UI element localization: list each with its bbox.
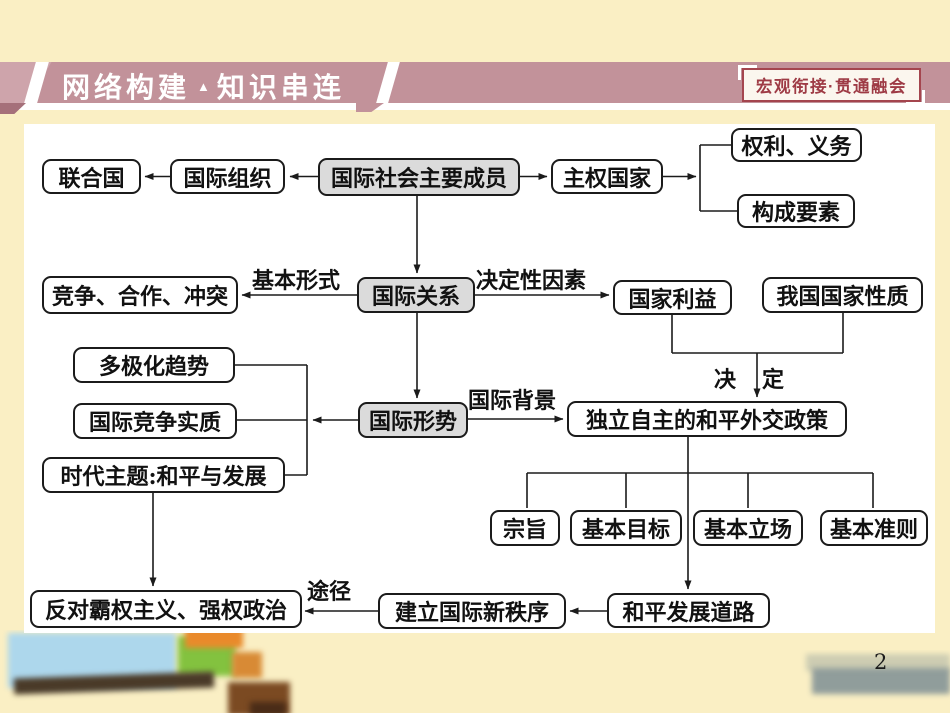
edge-label-decide-right: 定 xyxy=(762,367,785,393)
node-constituent-elements: 构成要素 xyxy=(737,194,855,228)
watermark-light-bar xyxy=(806,654,950,671)
page-title: 网络构建 ▲ 知识串连 xyxy=(62,66,345,106)
node-basic-stand: 基本立场 xyxy=(693,510,803,546)
decorative-watermark xyxy=(800,650,950,702)
node-purpose: 宗旨 xyxy=(490,510,560,546)
triangle-separator-icon: ▲ xyxy=(197,79,210,94)
page-title-right: 知识串连 xyxy=(216,72,345,103)
node-independent-peaceful-foreign-policy: 独立自主的和平外交政策 xyxy=(567,401,847,437)
node-main-members-of-international-society: 国际社会主要成员 xyxy=(318,158,520,196)
node-international-situation: 国际形势 xyxy=(358,402,468,438)
badge-box: 宏观衔接·贯通融会 xyxy=(738,65,925,105)
node-nature-of-our-state: 我国国家性质 xyxy=(762,277,923,313)
mosaic-orange-blob xyxy=(185,630,243,648)
ribbon-flag-tail xyxy=(356,103,384,112)
edge-label-deciding-factor: 决定性因素 xyxy=(476,268,587,294)
node-united-nations: 联合国 xyxy=(42,159,141,194)
node-rights-and-obligations: 权利、义务 xyxy=(731,128,862,162)
ribbon-divider xyxy=(0,103,950,110)
badge-label: 宏观衔接·贯通融会 xyxy=(756,78,907,96)
node-sovereign-states: 主权国家 xyxy=(551,159,663,194)
page-number: 2 xyxy=(874,650,888,674)
node-international-relations: 国际关系 xyxy=(357,277,475,313)
mosaic-orange-blob xyxy=(232,652,262,678)
badge-corner-bracket-icon xyxy=(738,65,757,80)
node-peaceful-development-path: 和平发展道路 xyxy=(607,593,770,628)
node-theme-of-the-times: 时代主题:和平与发展 xyxy=(42,457,285,493)
decorative-mosaic-image xyxy=(0,630,310,713)
watermark-gray-bar xyxy=(812,668,950,694)
node-competition-cooperation-conflict: 竞争、合作、冲突 xyxy=(42,276,238,314)
badge-corner-bracket-icon xyxy=(906,90,925,105)
node-oppose-hegemonism-power-politics: 反对霸权主义、强权政治 xyxy=(30,590,302,628)
node-national-interests: 国家利益 xyxy=(613,280,732,315)
node-basic-goal: 基本目标 xyxy=(570,510,682,546)
node-establish-new-international-order: 建立国际新秩序 xyxy=(378,593,566,629)
edge-label-decide-left: 决 xyxy=(714,367,737,393)
node-multipolarization-trend: 多极化趋势 xyxy=(73,347,235,383)
node-basic-principle: 基本准则 xyxy=(820,510,928,546)
ribbon-fold-shadow xyxy=(0,103,26,114)
node-essence-of-international-competition: 国际竞争实质 xyxy=(73,403,237,439)
edge-label-international-background: 国际背景 xyxy=(468,388,557,414)
header-badge: 宏观衔接·贯通融会 xyxy=(738,65,925,105)
node-international-organizations: 国际组织 xyxy=(170,159,285,194)
page-title-left: 网络构建 xyxy=(62,72,191,103)
edge-label-basic-form: 基本形式 xyxy=(252,268,341,294)
mosaic-dark-blob xyxy=(250,702,286,713)
edge-label-approach: 途径 xyxy=(307,579,352,605)
